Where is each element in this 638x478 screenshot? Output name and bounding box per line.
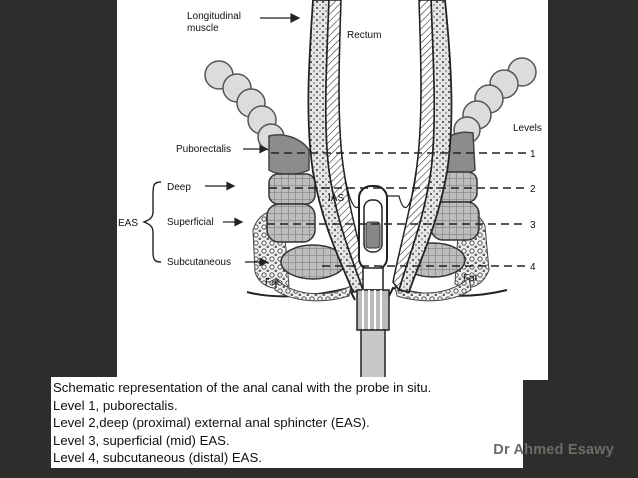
label-longitudinal-muscle-1: Longitudinal (187, 11, 241, 22)
caption-line: Level 3, superficial (mid) EAS. (53, 432, 230, 448)
label-eas: EAS (118, 218, 138, 229)
caption-line: Level 4, subcutaneous (distal) EAS. (53, 450, 262, 465)
anal-canal-diagram: Longitudinal muscle Rectum Levels Pubore… (118, 0, 542, 380)
label-fat-left: Fat (265, 277, 280, 288)
leader-arrows (205, 13, 301, 267)
level-number-4: 4 (530, 262, 536, 273)
label-rectum: Rectum (347, 30, 381, 41)
label-longitudinal-muscle-2: muscle (187, 23, 219, 34)
eas-deep-left (268, 173, 316, 205)
eas-superficial-left (266, 203, 316, 243)
levator-right (453, 57, 537, 144)
ultrasound-probe (356, 185, 390, 380)
fat-bottom-right (394, 277, 472, 302)
caption-line: Level 2,deep (proximal) external anal sp… (53, 415, 370, 430)
eas-brace (142, 181, 162, 263)
caption-line: Level 1, puborectalis. (53, 397, 178, 413)
label-deep: Deep (167, 182, 191, 193)
author-credit: Dr Ahmed Esawy (493, 442, 614, 458)
caption-line: Schematic representation of the anal can… (53, 380, 432, 395)
label-ias: IAS (328, 193, 344, 204)
fat-bottom-left (274, 279, 352, 302)
level-number-1: 1 (530, 149, 536, 160)
caption-box: Schematic representation of the anal can… (51, 377, 523, 468)
level-number-3: 3 (530, 220, 536, 231)
label-fat-right: Fat (463, 273, 478, 284)
label-puborectalis: Puborectalis (176, 144, 231, 155)
puborectalis-left (268, 134, 310, 176)
label-levels: Levels (513, 123, 542, 134)
level-number-2: 2 (530, 184, 536, 195)
label-superficial: Superficial (167, 217, 214, 228)
label-subcutaneous: Subcutaneous (167, 257, 231, 268)
level-lines (267, 152, 527, 267)
diagram-panel: Longitudinal muscle Rectum Levels Pubore… (117, 0, 548, 380)
